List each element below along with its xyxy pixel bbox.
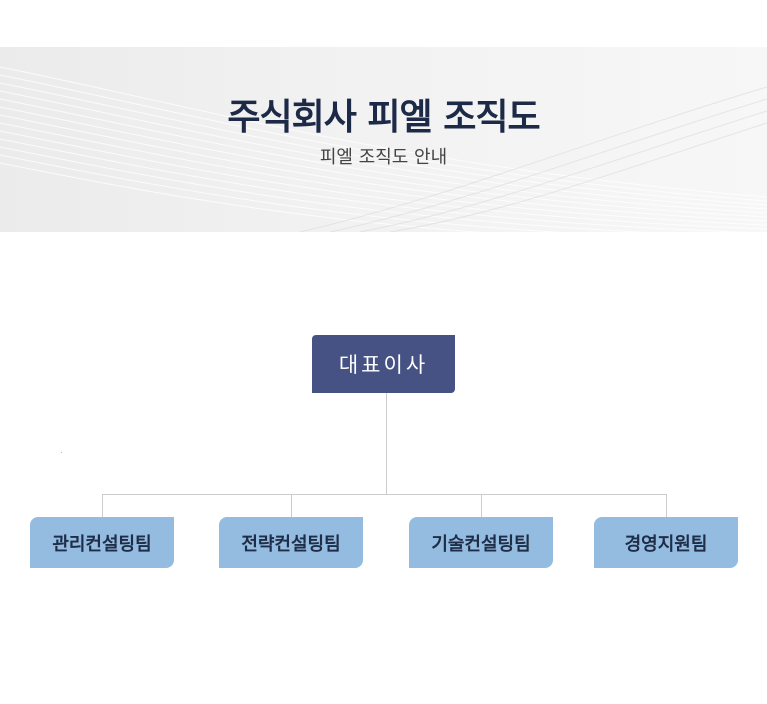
team-node-technology-consulting: 기술컨설팅팀 — [409, 517, 553, 568]
page-subtitle: 피엘 조직도 안내 — [319, 147, 448, 168]
stray-dot — [61, 452, 62, 453]
connector-team-2 — [291, 494, 292, 517]
ceo-node: 대표이사 — [312, 335, 455, 393]
page-title: 주식회사 피엘 조직도 — [227, 97, 540, 138]
connector-team-4 — [666, 494, 667, 517]
team-node-management-consulting: 관리컨설팅팀 — [30, 517, 174, 568]
header-banner — [0, 47, 767, 232]
connector-team-1 — [102, 494, 103, 517]
team-node-strategy-consulting: 전략컨설팅팀 — [219, 517, 363, 568]
connector-horizontal — [102, 494, 667, 495]
team-node-business-support: 경영지원팀 — [594, 517, 738, 568]
connector-team-3 — [481, 494, 482, 517]
wave-pattern-background — [0, 66, 767, 232]
connector-root-vertical — [386, 393, 387, 495]
